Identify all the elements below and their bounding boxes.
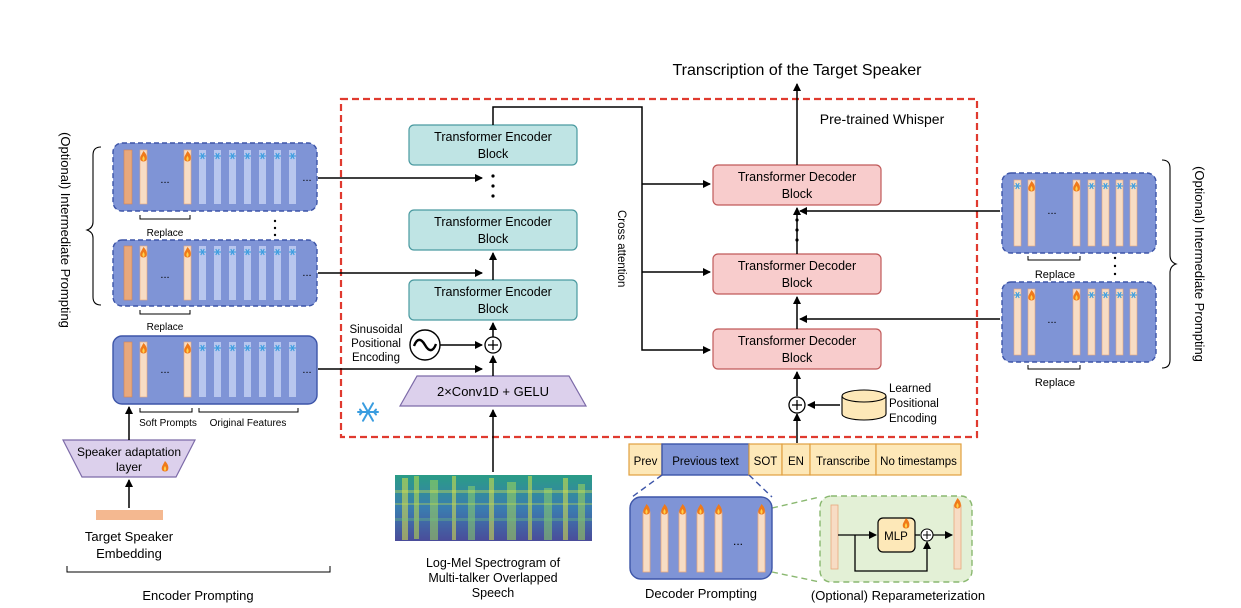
svg-text:Transformer Encoder: Transformer Encoder [434, 130, 552, 144]
svg-text:...: ... [160, 269, 169, 281]
reparameterization-label: (Optional) Reparameterization [811, 588, 985, 603]
encoder-block-bottom: Transformer Encoder Block [408, 279, 578, 321]
svg-text:Block: Block [478, 147, 509, 161]
decoder-prompting-box: ... [629, 496, 773, 580]
prompt-dots-vertical [273, 219, 277, 237]
conv1d-gelu-block: 2×Conv1D + GELU [398, 375, 588, 407]
mlp-label: MLP [884, 531, 908, 543]
svg-text:...: ... [160, 174, 169, 186]
svg-text:Transformer Decoder: Transformer Decoder [738, 259, 856, 273]
svg-text:...: ... [160, 364, 169, 376]
right-dots-vertical [1113, 256, 1117, 276]
svg-text:Transcribe: Transcribe [816, 456, 870, 468]
replace-label-1: Replace [147, 228, 184, 239]
token-en [781, 443, 811, 476]
frozen-snowflake-icon [357, 402, 379, 422]
svg-text:Block: Block [478, 302, 509, 316]
encoder-prompting-label: Encoder Prompting [142, 588, 253, 603]
svg-text:...: ... [302, 364, 311, 376]
svg-text:Block: Block [782, 187, 813, 201]
spectrogram-image [395, 475, 592, 541]
svg-text:...: ... [302, 267, 311, 279]
right-optional-label: (Optional) Intermediate Prompting [1192, 166, 1207, 362]
spectrogram-label-1: Log-Mel Spectrogram of [426, 556, 561, 570]
svg-text:Transformer Encoder: Transformer Encoder [434, 215, 552, 229]
right-replace-label-2: Replace [1035, 377, 1075, 389]
svg-text:Block: Block [782, 276, 813, 290]
token-transcribe [809, 443, 877, 476]
encoder-add-icon [484, 336, 502, 354]
svg-text:Block: Block [478, 232, 509, 246]
encoder-vertical-dots [491, 174, 495, 198]
encoder-block-top: Transformer Encoder Block [408, 124, 578, 166]
decoder-add-icon [788, 396, 806, 414]
svg-text:...: ... [302, 172, 311, 184]
replace-label-2: Replace [147, 322, 184, 333]
right-brace [1161, 159, 1178, 369]
svg-text:Transformer Decoder: Transformer Decoder [738, 170, 856, 184]
speaker-adaptation-layer: Speaker adaptation layer [62, 439, 196, 478]
encoder-prompting-bracket [66, 566, 331, 573]
svg-text:No timestamps: No timestamps [880, 456, 957, 468]
svg-text:SOT: SOT [754, 456, 778, 468]
svg-text:Prev: Prev [634, 456, 658, 468]
token-no-timestamps [875, 443, 962, 476]
svg-text:Transformer Decoder: Transformer Decoder [738, 334, 856, 348]
learned-pe-label-3: Encoding [889, 413, 937, 425]
decoder-prompting-label: Decoder Prompting [645, 586, 757, 601]
encoder-prompt-box-main: ... ... [112, 335, 318, 405]
token-sot [748, 443, 783, 476]
decoder-block-top: Transformer Decoder Block [712, 164, 882, 206]
svg-text:...: ... [1047, 314, 1056, 326]
svg-text:...: ... [1047, 205, 1056, 217]
learned-pe-label-2: Positional [889, 398, 939, 410]
right-replace-label-1: Replace [1035, 269, 1075, 281]
decoder-block-bottom: Transformer Decoder Block [712, 328, 882, 370]
decoder-prompt-box-top: ... [1001, 172, 1157, 254]
diagram-title: Transcription of the Target Speaker [672, 62, 922, 79]
spectrogram-label-3: Speech [472, 586, 514, 600]
encoder-prompt-box-top: ... ... [112, 142, 318, 212]
spectrogram-label-2: Multi-talker Overlapped [428, 571, 557, 585]
learned-pe-cylinder-icon [841, 389, 887, 421]
reparameterization-box: MLP [819, 495, 973, 583]
sinusoidal-label-1: Sinusoidal [349, 324, 402, 336]
encoder-block-middle: Transformer Encoder Block [408, 209, 578, 251]
svg-text:EN: EN [788, 456, 804, 468]
cross-attention-label: Cross attention [615, 210, 627, 287]
svg-text:Block: Block [782, 351, 813, 365]
left-optional-label: (Optional) Intermediate Prompting [58, 132, 73, 328]
encoder-arrows [318, 106, 711, 472]
embedding-label-1: Target Speaker [85, 529, 174, 544]
soft-prompts-label: Soft Prompts [139, 418, 197, 429]
svg-text:...: ... [733, 534, 743, 548]
token-previous-text [661, 443, 750, 476]
sine-wave-icon [409, 329, 441, 361]
pretrained-whisper-label: Pre-trained Whisper [820, 111, 945, 127]
learned-pe-label-1: Learned [889, 383, 931, 395]
sinusoidal-label-2: Positional [351, 338, 401, 350]
svg-text:Previous text: Previous text [672, 456, 739, 468]
pretrained-whisper-region [339, 97, 979, 439]
svg-text:layer: layer [116, 460, 142, 474]
svg-text:Transformer Encoder: Transformer Encoder [434, 285, 552, 299]
svg-text:Speaker adaptation: Speaker adaptation [77, 445, 181, 459]
token-row: Prev Previous text SOT EN Transcribe No … [628, 443, 962, 476]
svg-text:2×Conv1D + GELU: 2×Conv1D + GELU [437, 384, 549, 399]
sinusoidal-label-3: Encoding [352, 352, 400, 364]
decoder-arrows [793, 83, 1000, 443]
decoder-prompt-box-bottom: ... [1001, 281, 1157, 363]
decoder-block-middle: Transformer Decoder Block [712, 253, 882, 295]
encoder-prompt-box-middle: ... ... [112, 239, 318, 307]
embedding-label-2: Embedding [96, 546, 162, 561]
left-brace [85, 146, 102, 306]
speaker-embedding-bar [96, 510, 163, 520]
original-features-label: Original Features [210, 418, 287, 429]
zoom-connectors [631, 474, 821, 583]
